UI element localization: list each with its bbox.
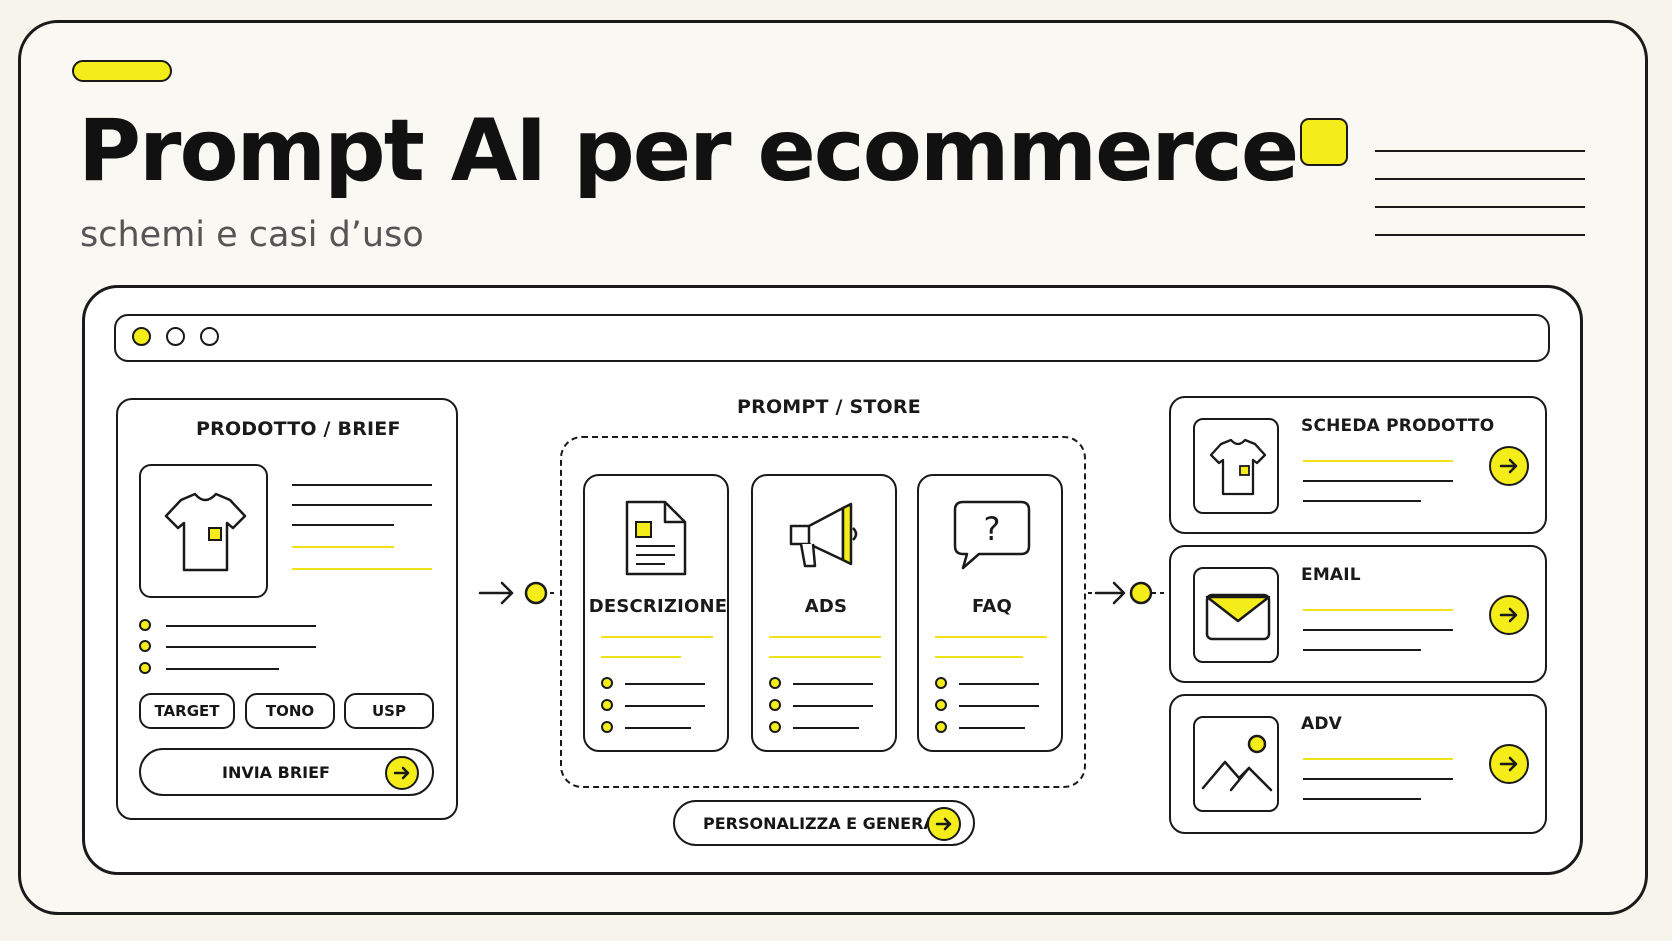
svg-text:?: ? (984, 510, 1001, 548)
text-line (166, 668, 279, 670)
decorative-line (1375, 234, 1585, 236)
bullet-dot (935, 677, 947, 689)
arrow-right-icon (927, 807, 961, 841)
highlight-line (601, 656, 681, 658)
text-line (793, 683, 873, 685)
tag-target[interactable]: TARGET (139, 693, 235, 729)
text-line (1303, 778, 1453, 780)
bullet-dot (601, 721, 613, 733)
output-scheda-prodotto[interactable]: SCHEDA PRODOTTO (1169, 396, 1547, 534)
highlight-line (935, 636, 1047, 638)
megaphone-icon (789, 502, 858, 568)
window-dot[interactable] (200, 327, 219, 346)
image-icon (1201, 734, 1273, 792)
arrow-right-icon[interactable] (1489, 446, 1529, 486)
prompt-card-label: FAQ (971, 596, 1013, 617)
envelope-icon (1205, 593, 1271, 641)
window-dot[interactable] (166, 327, 185, 346)
bullet-dot (769, 677, 781, 689)
text-line (1303, 649, 1421, 651)
brief-title: PRODOTTO / BRIEF (196, 418, 401, 440)
highlight-line (292, 546, 394, 548)
decorative-square (1300, 118, 1348, 166)
address-bar[interactable] (114, 314, 1550, 362)
tshirt-icon (1209, 438, 1267, 496)
prompt-store-group (560, 436, 1086, 788)
text-line (1303, 629, 1453, 631)
arrow-right-icon[interactable] (1489, 744, 1529, 784)
window-dot-yellow[interactable] (132, 327, 151, 346)
output-label: EMAIL (1301, 565, 1361, 585)
tag-tono[interactable]: TONO (245, 693, 335, 729)
output-adv[interactable]: ADV (1169, 694, 1547, 834)
page-subtitle: schemi e casi d’uso (80, 215, 424, 255)
output-email[interactable]: EMAIL (1169, 545, 1547, 683)
bullet-dot (139, 619, 151, 631)
arrow-right-icon[interactable] (1489, 595, 1529, 635)
text-line (625, 727, 691, 729)
bullet-dot (935, 699, 947, 711)
flow-arrow-icon (478, 581, 558, 605)
personalizza-genera-button[interactable]: PERSONALIZZA E GENERA (673, 800, 975, 846)
text-line (166, 625, 316, 627)
decorative-line (1375, 178, 1585, 180)
invia-brief-label: INVIA BRIEF (222, 763, 330, 782)
highlight-line (1303, 758, 1453, 760)
output-icon-box (1193, 418, 1279, 514)
prompt-card-label: ADS (804, 596, 848, 617)
bullet-dot (139, 640, 151, 652)
arrow-right-icon (385, 756, 419, 790)
highlight-line (769, 636, 881, 638)
bullet-dot (601, 677, 613, 689)
document-icon (625, 500, 687, 576)
text-line (292, 484, 432, 486)
page-title: Prompt AI per ecommerce (78, 101, 1299, 201)
tshirt-icon (164, 492, 247, 572)
highlight-line (935, 656, 1023, 658)
text-line (959, 727, 1025, 729)
prompt-card-faq[interactable]: ? FAQ (917, 474, 1063, 752)
flow-arrow-icon (1088, 581, 1168, 605)
text-line (625, 683, 705, 685)
invia-brief-button[interactable]: INVIA BRIEF (139, 748, 434, 796)
text-line (959, 705, 1039, 707)
output-label: SCHEDA PRODOTTO (1301, 416, 1495, 436)
bullet-dot (935, 721, 947, 733)
prompt-card-ads[interactable]: ADS (751, 474, 897, 752)
decorative-line (1375, 206, 1585, 208)
prompt-store-title: PROMPT / STORE (737, 396, 921, 418)
text-line (1303, 798, 1421, 800)
text-line (292, 524, 394, 526)
highlight-line (601, 636, 713, 638)
bullet-dot (769, 721, 781, 733)
text-line (1303, 500, 1421, 502)
prompt-card-descrizione[interactable]: DESCRIZIONE (583, 474, 729, 752)
decorative-pill (72, 60, 172, 82)
question-bubble-icon: ? (953, 500, 1031, 570)
bullet-dot (601, 699, 613, 711)
output-icon-box (1193, 567, 1279, 663)
text-line (625, 705, 705, 707)
highlight-line (292, 568, 432, 570)
decorative-line (1375, 150, 1585, 152)
highlight-line (1303, 609, 1453, 611)
prompt-card-label: DESCRIZIONE (588, 596, 728, 617)
product-image-box (139, 464, 268, 598)
text-line (166, 646, 316, 648)
text-line (793, 705, 873, 707)
output-label: ADV (1301, 714, 1343, 734)
text-line (959, 683, 1039, 685)
highlight-line (769, 656, 881, 658)
bullet-dot (139, 662, 151, 674)
highlight-line (1303, 460, 1453, 462)
text-line (1303, 480, 1453, 482)
bullet-dot (769, 699, 781, 711)
tag-usp[interactable]: USP (344, 693, 434, 729)
personalizza-genera-label: PERSONALIZZA E GENERA (703, 814, 936, 833)
text-line (292, 504, 432, 506)
output-icon-box (1193, 716, 1279, 812)
text-line (793, 727, 859, 729)
